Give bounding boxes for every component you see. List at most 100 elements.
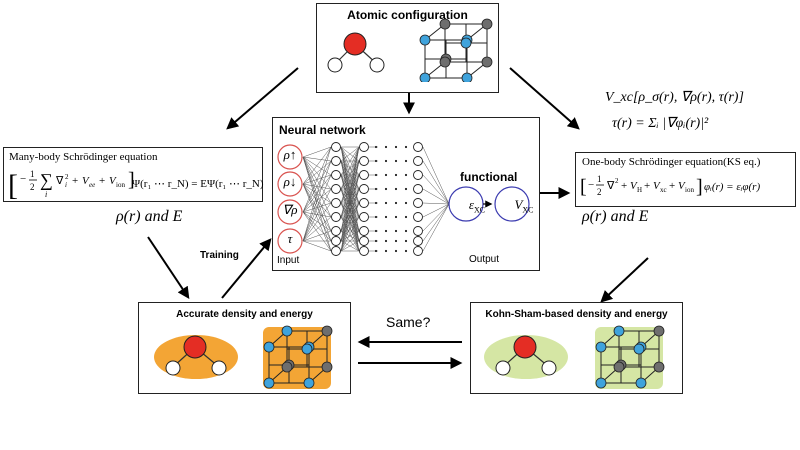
nn-ellipsis-dot [404,239,408,243]
accurate-molecule-icon [154,335,238,379]
nn-connection [340,160,360,232]
one-body-equation-box: One-body Schrödinger equation(KS eq.) [ … [575,152,796,207]
svg-text:+: + [644,180,650,192]
nn-connection [302,146,332,242]
nn-connection [302,160,332,213]
svg-text:ee: ee [89,181,95,189]
nn-ellipsis-dot [384,173,388,177]
nn-connection [302,146,332,213]
training-label: Training [200,250,239,261]
svg-text:+: + [669,180,675,192]
nn-hidden-node [413,246,423,256]
nn-output-v-node [494,186,530,222]
nn-hidden-node [413,184,423,194]
input-caption: Input [277,255,300,266]
svg-text:∇: ∇ [55,175,64,187]
nn-connection [340,160,360,242]
arrow-onebody-to-kohnsham [600,257,649,303]
nn-hidden-node [331,226,341,236]
many-body-title: Many-body Schrödinger equation [9,151,158,163]
nn-ellipsis-dot [394,173,398,177]
atomic-configuration-title: Atomic configuration [347,8,468,22]
nn-ellipsis-dot [394,229,398,233]
nn-connection [302,240,332,252]
svg-text:−: − [588,179,594,191]
nn-hidden-node [331,212,341,222]
arrow-config-to-manybody [226,67,299,130]
input-label-rho-up: ρ↑ [283,147,297,162]
input-label-rho-down: ρ↓ [283,174,297,189]
nn-hidden-node [331,184,341,194]
nn-connection [302,174,332,242]
nn-hidden-node [331,246,341,256]
nn-ellipsis-dot [384,229,388,233]
many-body-hamiltonian: [ [8,169,18,202]
nn-ellipsis-dot [404,249,408,253]
arrow-config-to-onebody [509,67,580,130]
nn-hidden-node [359,226,369,236]
svg-text:∑: ∑ [40,170,53,190]
nn-ellipsis-dot [394,187,398,191]
svg-text:V: V [678,180,686,192]
many-body-equation-box: Many-body Schrödinger equation [ − 1 2 ∑… [3,147,264,202]
nn-connection [302,146,332,158]
nn-hidden-node [359,170,369,180]
output-caption: Output [469,254,500,265]
nn-ellipsis-dot [404,215,408,219]
nn-ellipsis-dot [384,187,388,191]
arrow-training [221,238,272,299]
nn-ellipsis-dot [394,145,398,149]
same-question-label: Same? [386,314,431,330]
nn-connection [422,203,450,252]
nn-ellipsis-dot [374,229,378,233]
svg-text:i: i [65,181,67,189]
nn-input-node [277,144,303,170]
kohn-sham-density-box: Kohn-Sham-based density and energy [470,302,683,394]
nn-connection [340,230,360,252]
nn-connection [340,174,360,242]
svg-text:V: V [630,180,638,192]
nn-hidden-node [359,212,369,222]
nn-connection [340,174,360,252]
nn-hidden-node [359,142,369,152]
nn-ellipsis-dot [374,173,378,177]
nn-hidden-node [359,236,369,246]
nn-connection [302,183,332,242]
nn-hidden-node [331,198,341,208]
nn-hidden-node [413,226,423,236]
accurate-density-title: Accurate density and energy [176,309,313,320]
nn-connection [340,146,360,232]
kohn-sham-lattice-icon [595,325,665,389]
nn-connection [302,188,332,242]
nn-ellipsis-dot [404,173,408,177]
nn-ellipsis-dot [404,201,408,205]
nn-ellipsis-dot [374,239,378,243]
nn-ellipsis-dot [374,159,378,163]
svg-text:ion: ion [116,181,125,189]
nn-connection [340,146,360,176]
nn-ellipsis-dot [384,159,388,163]
one-body-title: One-body Schrödinger equation(KS eq.) [582,156,761,168]
nn-ellipsis-dot [384,145,388,149]
nn-hidden-node [359,184,369,194]
nn-ellipsis-dot [404,229,408,233]
nn-hidden-node [413,170,423,180]
nn-ellipsis-dot [394,201,398,205]
svg-text:−: − [20,173,26,185]
accurate-lattice-icon [263,325,333,389]
vxc-functional-formula: V_xc[ρ_σ(r), ∇ρ(r), τ(r)] [605,90,744,105]
nn-ellipsis-dot [374,249,378,253]
nn-connection [422,203,450,232]
nn-ellipsis-dot [384,215,388,219]
nn-connection [302,216,332,242]
nn-connection [302,183,332,252]
svg-text:V: V [109,175,117,187]
nn-ellipsis-dot [404,187,408,191]
svg-text:1: 1 [597,174,602,184]
epsilon-xc-label: εXC [468,197,486,215]
nn-connection [340,160,360,252]
tau-formula: τ(r) = Σᵢ |∇φᵢ(r)|² [612,116,709,131]
nn-ellipsis-dot [374,201,378,205]
nn-hidden-node [359,198,369,208]
